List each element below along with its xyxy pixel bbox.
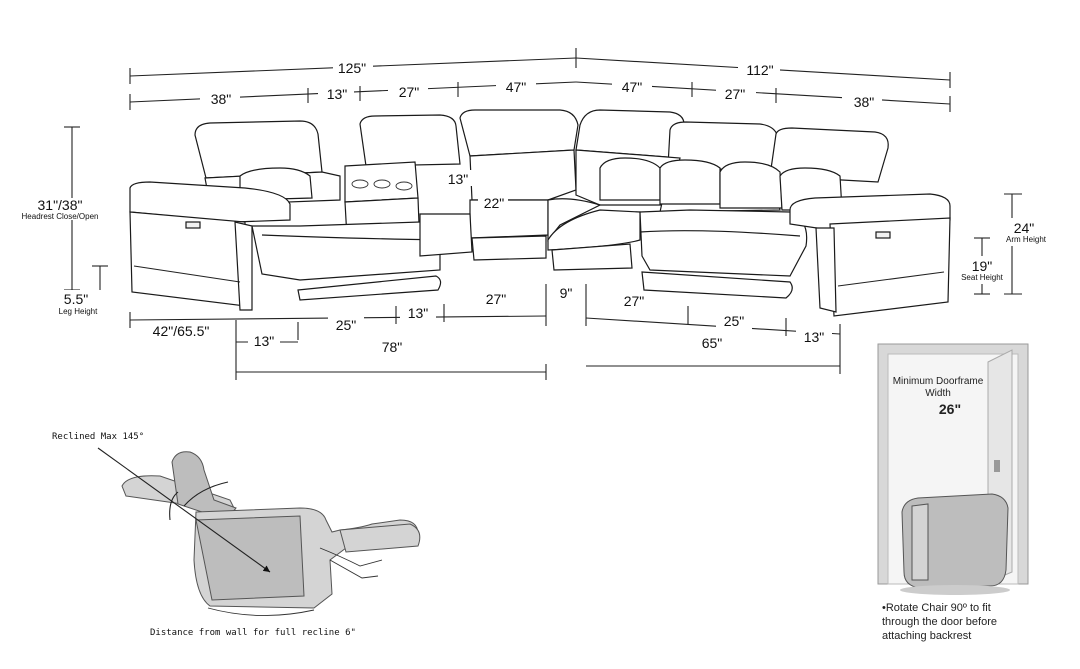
sectional-sofa <box>129 109 951 317</box>
recliner-illustration <box>97 447 421 616</box>
door-note-line3: attaching backrest <box>882 630 971 642</box>
bottom-right-dim-27: 27" <box>624 293 645 309</box>
doorframe-illustration <box>877 343 1029 595</box>
recline-max-label: Reclined Max 145° <box>52 432 144 442</box>
bottom-left-dim-13b: 13" <box>254 333 275 349</box>
top-dim-3: 27" <box>399 84 420 100</box>
top-dim-6: 27" <box>725 86 746 102</box>
bottom-left-dim-13: 13" <box>408 305 429 321</box>
headrest-height-label: 31"/38" <box>38 197 83 213</box>
leg-height-caption: Leg Height <box>59 307 98 316</box>
console-depth-label: 13" <box>448 171 469 187</box>
bottom-right-dim-13: 13" <box>804 329 825 345</box>
bottom-center-dim-9: 9" <box>560 285 573 301</box>
headrest-height-caption: Headrest Close/Open <box>22 212 99 221</box>
bottom-left-depth-label: 42"/65.5" <box>153 323 210 339</box>
door-title-line1: Minimum Doorframe <box>893 376 984 387</box>
total-left-label: 125" <box>338 60 366 76</box>
bottom-right-dim-25: 25" <box>724 313 745 329</box>
seat-height-label: 19" <box>972 258 993 274</box>
bottom-left-dim-27: 27" <box>486 291 507 307</box>
total-right-label: 112" <box>746 62 773 78</box>
top-dim-2: 13" <box>327 86 348 102</box>
door-title-line2: Width <box>925 388 951 399</box>
seat-depth-label: 22" <box>484 195 505 211</box>
top-dim-4: 47" <box>506 79 527 95</box>
door-note-line1: •Rotate Chair 90º to fit <box>882 602 991 614</box>
bottom-left-dim-25: 25" <box>336 317 357 333</box>
bottom-left-dim-78: 78" <box>382 339 403 355</box>
leg-height-label: 5.5" <box>64 291 88 307</box>
arm-height-caption: Arm Height <box>1006 235 1047 244</box>
arm-height-label: 24" <box>1014 220 1035 236</box>
top-dim-1: 38" <box>211 91 232 107</box>
recline-distance-label: Distance from wall for full recline 6" <box>150 628 356 638</box>
top-dimension-lines <box>129 48 951 112</box>
door-note-line2: through the door before <box>882 616 997 628</box>
door-width-label: 26" <box>939 401 961 417</box>
top-dim-5: 47" <box>622 79 643 95</box>
top-dim-7: 38" <box>854 94 875 110</box>
seat-height-caption: Seat Height <box>961 273 1004 282</box>
bottom-right-dim-65: 65" <box>702 335 723 351</box>
